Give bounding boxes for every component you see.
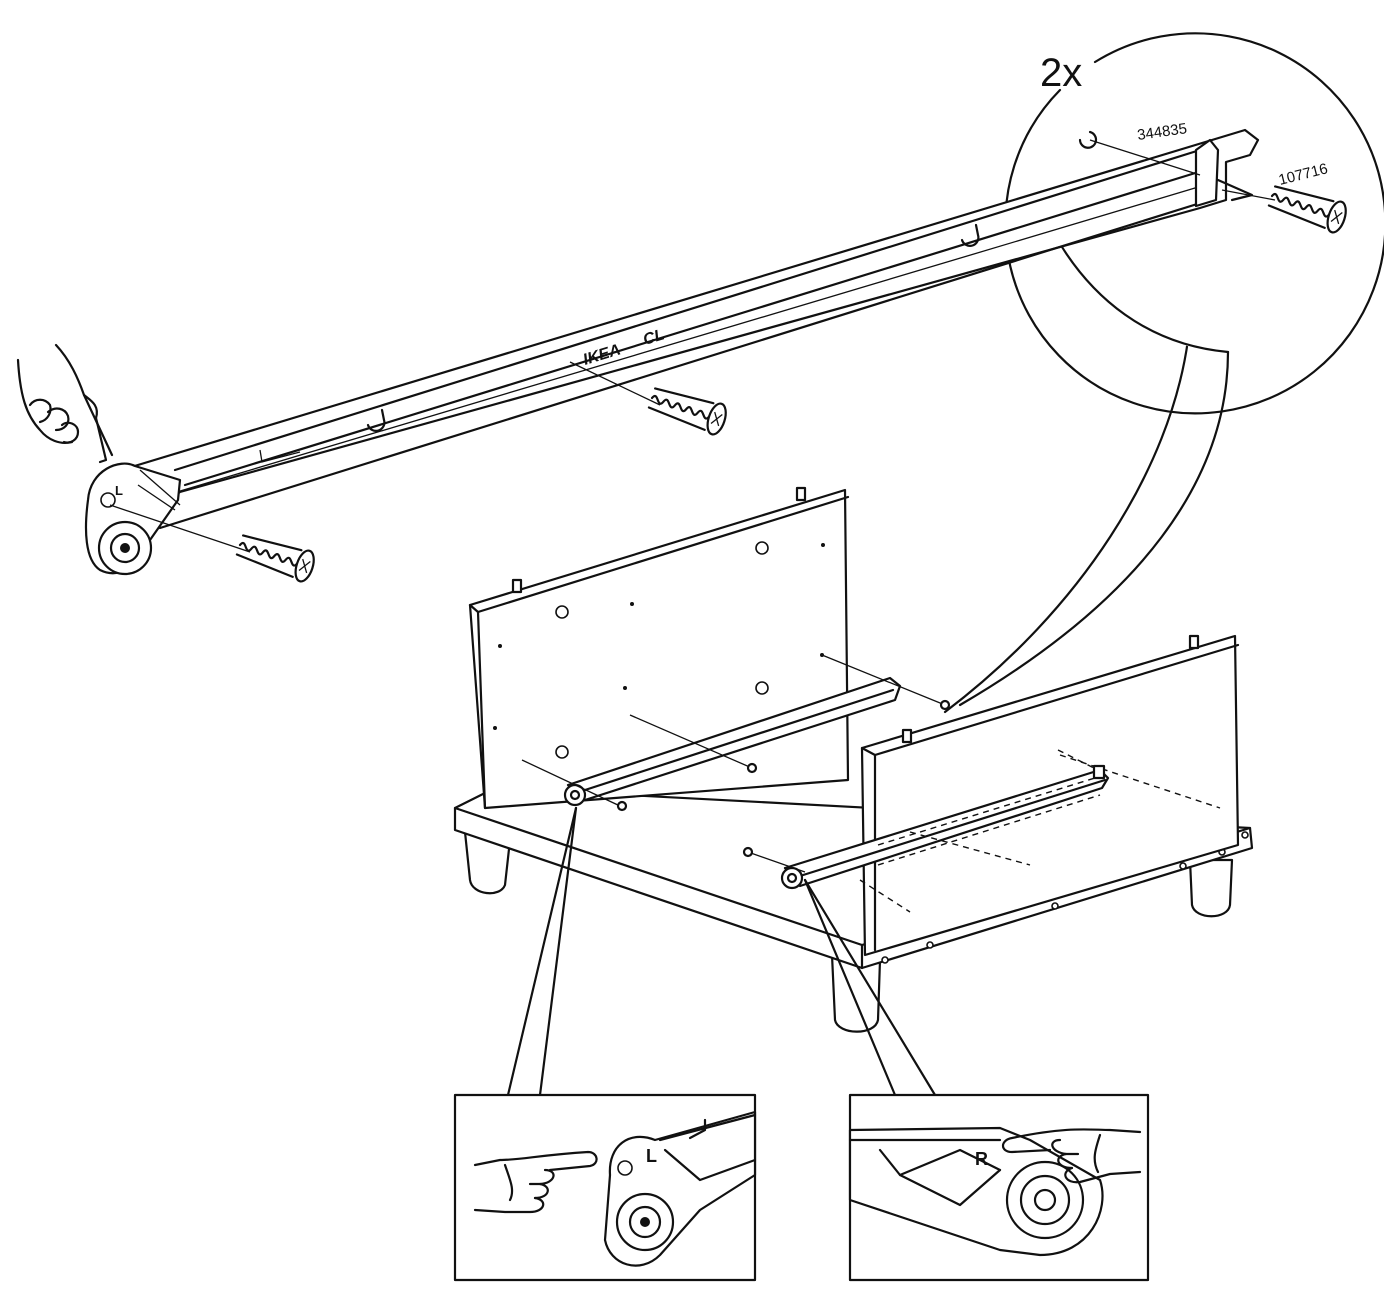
detail-callout-circle bbox=[943, 0, 1384, 714]
rail-code-marking: CL bbox=[641, 326, 666, 348]
rail-left-mark: L bbox=[115, 483, 123, 498]
detail-left-label: L bbox=[646, 1146, 657, 1166]
pointing-hand-icon bbox=[16, 343, 114, 464]
cabinet-base bbox=[453, 486, 1254, 1033]
quantity-label: 2x bbox=[1040, 51, 1082, 95]
pointing-hand-icon bbox=[473, 1150, 598, 1214]
dowel-screw-icon bbox=[647, 387, 727, 436]
pointing-hand-icon bbox=[1001, 1128, 1142, 1184]
part-number-344835: 344835 bbox=[1136, 120, 1188, 144]
dowel-screw-icon bbox=[235, 534, 315, 583]
drawer-rail bbox=[84, 128, 1260, 576]
detail-right-label: R bbox=[975, 1149, 988, 1169]
detail-box-right bbox=[848, 1093, 1150, 1282]
detail-box-left bbox=[453, 1093, 757, 1282]
dowel-screw-icon bbox=[1267, 185, 1347, 234]
